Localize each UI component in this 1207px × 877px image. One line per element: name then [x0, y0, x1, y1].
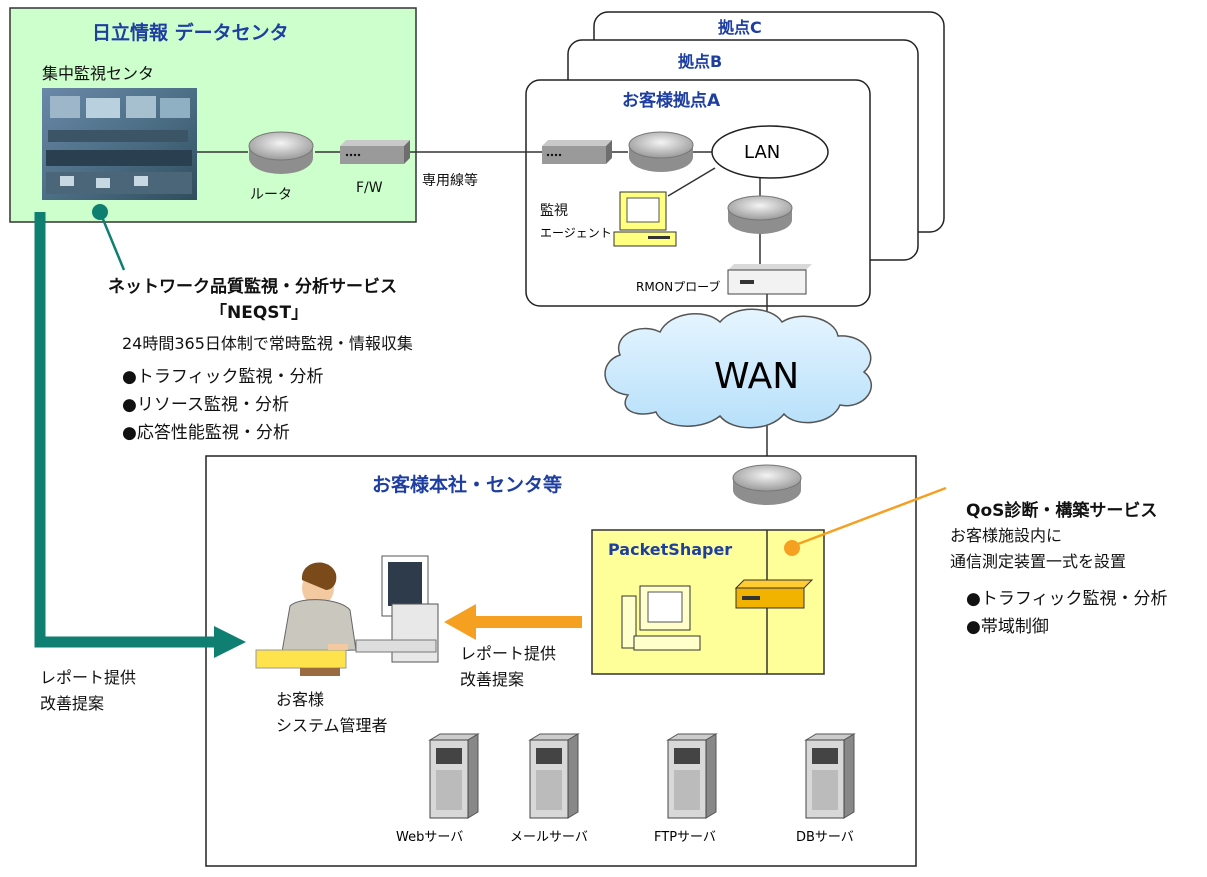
site-modem-icon: [542, 140, 612, 164]
packetshaper-label: PacketShaper: [608, 540, 733, 559]
hq-report-label-2: 改善提案: [460, 670, 525, 689]
ftp-server-icon: [666, 733, 718, 819]
firewall-icon: [340, 140, 410, 164]
packetshaper-device-icon: [734, 579, 814, 609]
site-router-icon: [628, 131, 694, 172]
admin-label-2: システム管理者: [276, 716, 388, 735]
fw-label: F/W: [356, 180, 383, 196]
wan-cloud: [604, 308, 872, 429]
db-server-label: DBサーバ: [796, 830, 854, 845]
mail-server-icon: [528, 733, 580, 819]
mail-server-label: メールサーバ: [510, 830, 588, 845]
rmon-label: RMONプローブ: [636, 280, 721, 294]
qos-line-1: お客様施設内に: [950, 526, 1063, 545]
qos-item-2: ●帯域制御: [966, 617, 1049, 637]
agent-label-1: 監視: [540, 203, 568, 219]
site-a-title: お客様拠点A: [622, 91, 721, 111]
site-lan-router-icon: [727, 195, 793, 234]
qos-title: QoS診断・構築サービス: [966, 501, 1158, 521]
neqst-name: 「NEQST」: [210, 303, 309, 323]
agent-label-2: エージェント: [540, 226, 612, 240]
report-label-1: レポート提供: [40, 668, 137, 687]
ftp-server-label: FTPサーバ: [654, 830, 716, 845]
qos-marker: [784, 540, 800, 556]
lan-ellipse: [711, 125, 829, 179]
agent-pc-icon: [613, 191, 677, 247]
qos-item-1: ●トラフィック監視・分析: [966, 589, 1168, 609]
datacenter-title: 日立情報 データセンタ: [92, 22, 289, 44]
report-label-2: 改善提案: [40, 694, 105, 713]
qos-line-2: 通信測定装置一式を設置: [950, 552, 1127, 571]
leased-line-label: 専用線等: [422, 173, 478, 189]
web-server-icon: [428, 733, 480, 819]
packetshaper-pc-icon: [621, 585, 701, 651]
neqst-item-1: ●トラフィック監視・分析: [122, 367, 324, 387]
rmon-probe-icon: [727, 264, 812, 295]
neqst-item-2: ●リソース監視・分析: [122, 395, 289, 415]
neqst-desc: 24時間365日体制で常時監視・情報収集: [122, 334, 413, 353]
monitoring-center-label: 集中監視センタ: [42, 64, 155, 83]
wan-label: WAN: [714, 356, 800, 397]
site-c-title: 拠点C: [718, 18, 762, 37]
admin-label-1: お客様: [276, 690, 325, 709]
router-icon: [248, 131, 314, 174]
neqst-item-3: ●応答性能監視・分析: [122, 423, 290, 443]
neqst-service-title: ネットワーク品質監視・分析サービス: [108, 277, 397, 297]
orange-report-arrow: [444, 604, 582, 640]
monitoring-center-photo: [42, 88, 197, 200]
site-b-title: 拠点B: [678, 52, 723, 71]
web-server-label: Webサーバ: [396, 830, 464, 845]
hq-router-icon: [732, 464, 802, 505]
hq-title: お客様本社・センタ等: [372, 474, 563, 496]
db-server-icon: [804, 733, 856, 819]
router-label: ルータ: [250, 187, 292, 203]
lan-label: LAN: [744, 142, 781, 163]
admin-illustration: [255, 555, 439, 676]
hq-report-label-1: レポート提供: [460, 644, 557, 663]
teal-report-arrow: [34, 204, 246, 658]
site-a-box: [525, 79, 871, 307]
